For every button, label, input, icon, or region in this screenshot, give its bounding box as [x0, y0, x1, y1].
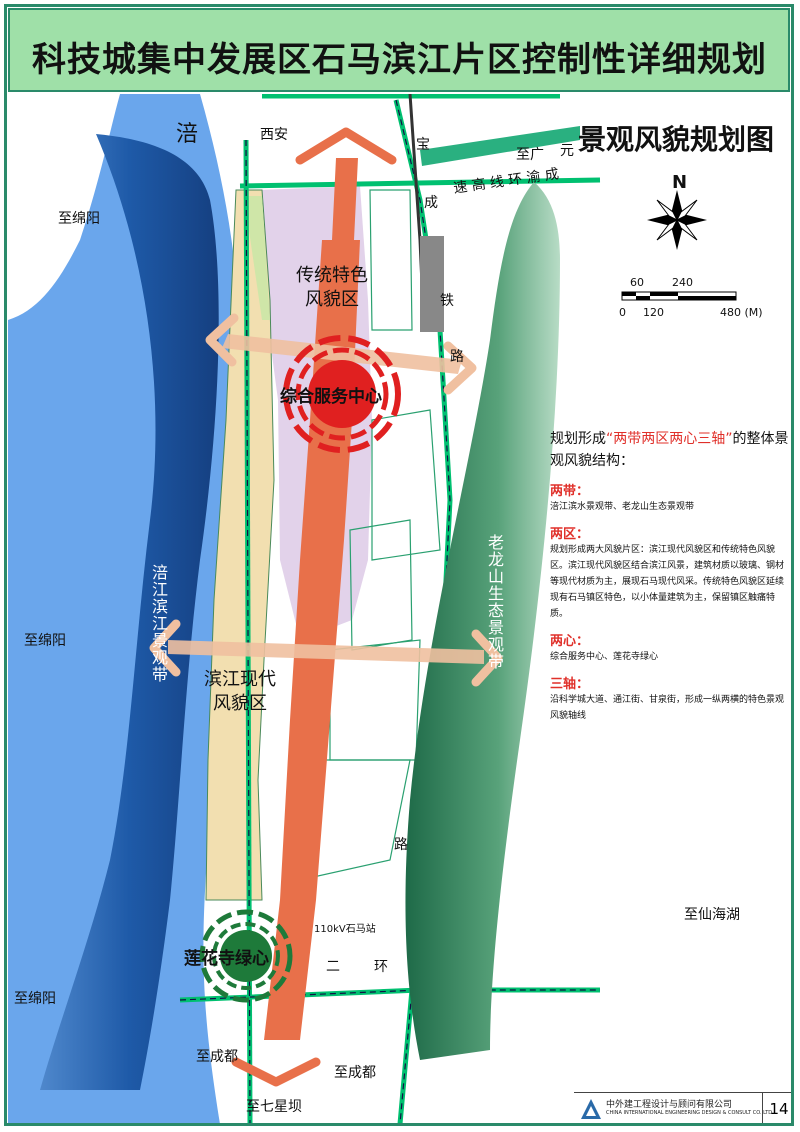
riverside-zone-line1: 滨江现代 — [204, 669, 276, 690]
place-tie: 铁 — [440, 293, 454, 309]
legend-intro-a: 规划形成 — [550, 431, 606, 447]
laolong-belt — [405, 182, 560, 1060]
lotus-center-symbol — [199, 909, 293, 1003]
place-to-qixingba: 至七星坝 — [246, 1099, 302, 1115]
legend-head-zones: 两区： — [550, 527, 590, 542]
riverside-zone-label: 滨江现代 风貌区 — [204, 668, 276, 716]
map-title: 景观风貌规划图 — [578, 123, 775, 156]
page-frame — [4, 4, 794, 1126]
legend-section-centers: 两心： 综合服务中心、莲花寺绿心 — [550, 630, 790, 665]
place-fu: 涪 — [176, 122, 199, 147]
fu-river-belt-label: 涪江滨江景观带 — [149, 564, 168, 683]
highway-band — [420, 126, 580, 166]
legend-panel: 规划形成“两带两区两心三轴”的整体景观风貌结构： 两带： 涪江滨水景观带、老龙山… — [550, 428, 790, 724]
place-er: 二 — [326, 959, 340, 975]
axis-arrow-top — [295, 127, 397, 165]
page-number: 14 — [762, 1093, 795, 1125]
legend-section-belts: 两带： 涪江滨水景观带、老龙山生态景观带 — [550, 480, 790, 515]
place-substation: 110kV石马站 — [314, 924, 376, 935]
place-to-xianhai: 至仙海湖 — [684, 907, 740, 923]
service-center-label: 综合服务中心 — [280, 387, 382, 407]
lotus-center-label: 莲花寺绿心 — [184, 949, 269, 969]
place-to-chengdu-1: 至成都 — [196, 1049, 238, 1065]
place-to-mianyang-1: 至绵阳 — [58, 211, 100, 227]
legend-head-belts: 两带： — [550, 484, 590, 499]
map-canvas — [8, 94, 790, 1124]
scale-bottom-0: 0 — [619, 306, 626, 319]
legend-head-centers: 两心： — [550, 634, 590, 649]
legend-head-axes: 三轴： — [550, 677, 590, 692]
laolong-belt-label: 老龙山生态景观带 — [485, 534, 504, 670]
compass-label: N — [672, 172, 688, 193]
traditional-zone-line1: 传统特色 — [296, 265, 368, 286]
place-lu-east: 路 — [450, 349, 464, 365]
legend-body-axes: 沿科学城大道、通江街、甘泉街，形成一纵两横的特色景观风貌轴线 — [550, 695, 785, 721]
scale-bottom-120: 120 — [643, 306, 664, 319]
legend-body-centers: 综合服务中心、莲花寺绿心 — [550, 652, 659, 662]
legend-intro-highlight: “两带两区两心三轴” — [606, 431, 733, 447]
service-center-symbol — [283, 335, 401, 453]
scale-bar — [621, 291, 737, 301]
riverside-zone-line2: 风貌区 — [213, 693, 267, 714]
legend-intro-b: 的整体景观风貌结构： — [550, 431, 789, 469]
place-cheng-top: 成 — [424, 195, 438, 211]
company-logo-icon — [581, 1099, 601, 1119]
place-to-mianyang-2: 至绵阳 — [24, 633, 66, 649]
scale-bottom-480: 480 (M) — [720, 306, 763, 319]
legend-intro: 规划形成“两带两区两心三轴”的整体景观风貌结构： — [550, 428, 790, 472]
rail-station — [420, 236, 444, 332]
place-road-lu: 路 — [394, 837, 408, 853]
place-to-chengdu-2: 至成都 — [334, 1065, 376, 1081]
scale-top-60: 60 — [630, 276, 644, 289]
place-to-mianyang-3: 至绵阳 — [14, 991, 56, 1007]
axis-horizontal-1 — [222, 334, 462, 374]
page-title: 科技城集中发展区石马滨江片区控制性详细规划 — [32, 40, 767, 80]
traditional-zone-label: 传统特色 风貌区 — [296, 264, 368, 312]
riverside-zone — [205, 189, 275, 901]
company-name-en: CHINA INTERNATIONAL ENGINEERING DESIGN &… — [606, 1110, 773, 1116]
traditional-zone-line2: 风貌区 — [305, 289, 359, 310]
title-banner: 科技城集中发展区石马滨江片区控制性详细规划 — [8, 8, 790, 92]
legend-section-zones: 两区： 规划形成两大风貌片区：滨江现代风貌区和传统特色风貌区。滨江现代风貌区结合… — [550, 523, 790, 622]
legend-body-zones: 规划形成两大风貌片区：滨江现代风貌区和传统特色风貌区。滨江现代风貌区结合滨江风景… — [550, 545, 785, 619]
riverside-zone-green-strip — [244, 196, 270, 320]
axis-arrow-bottom — [231, 1057, 321, 1087]
place-bao: 宝 — [416, 137, 430, 153]
map-area: 涪江滨江景观带 老龙山生态景观带 — [8, 94, 790, 1124]
place-zhi-guang: 至广 — [516, 147, 544, 163]
fu-river-belt — [40, 134, 219, 1090]
axis-horizontal-2 — [168, 640, 484, 664]
legend-section-axes: 三轴： 沿科学城大道、通江街、甘泉街，形成一纵两横的特色景观风貌轴线 — [550, 673, 790, 724]
scale-top-240: 240 — [672, 276, 693, 289]
compass-rose — [647, 190, 707, 250]
place-huan: 环 — [374, 959, 388, 975]
legend-body-belts: 涪江滨水景观带、老龙山生态景观带 — [550, 502, 695, 512]
company-name-cn: 中外建工程设计与顾问有限公司 — [606, 1100, 733, 1110]
place-xian: 西安 — [260, 127, 288, 143]
place-yuan: 元 — [560, 143, 574, 159]
footer: 中外建工程设计与顾问有限公司 CHINA INTERNATIONAL ENGIN… — [574, 1092, 794, 1125]
